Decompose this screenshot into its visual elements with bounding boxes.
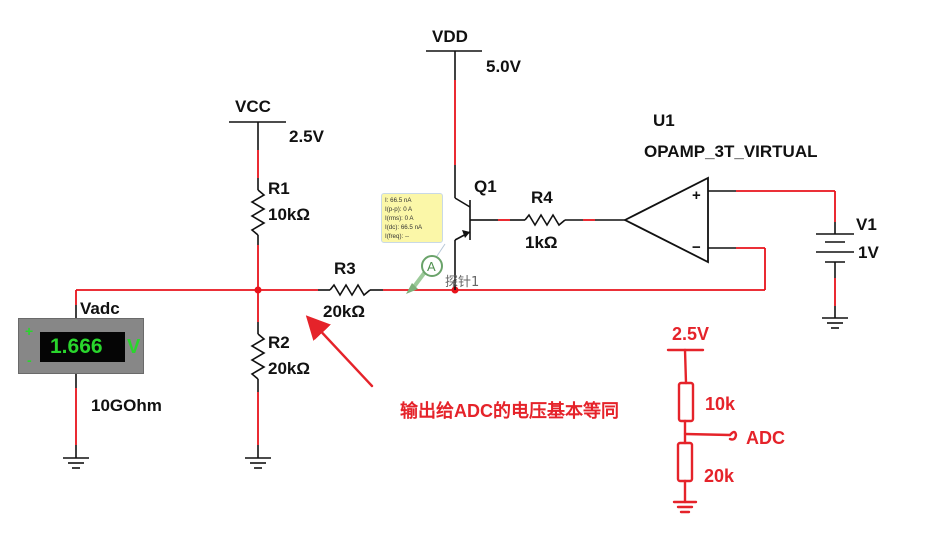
r4-value: 1kΩ (525, 233, 558, 252)
q1-emitter-arrow (462, 230, 470, 238)
probe-reading: I(freq): -- (385, 233, 410, 240)
q1-ref: Q1 (474, 177, 497, 196)
adc-node-wire (76, 247, 766, 297)
current-probe[interactable]: A 探针1 (406, 243, 479, 294)
v1-value: 1V (858, 243, 879, 262)
r4-ref: R4 (531, 188, 553, 207)
voltmeter-vadc[interactable]: + - 1.666 V (18, 318, 144, 374)
probe-reading: I(dc): 66.5 nA (385, 224, 423, 231)
resistor-r1[interactable]: R1 10kΩ (250, 179, 310, 290)
r1-value: 10kΩ (268, 205, 310, 224)
vcc-supply[interactable]: VCC 2.5V (229, 97, 325, 190)
voltmeter-impedance: 10GOhm (91, 396, 162, 415)
opamp-ref: U1 (653, 111, 675, 130)
r3-ref: R3 (334, 259, 356, 278)
r2-ref: R2 (268, 333, 290, 352)
r2-value: 20kΩ (268, 359, 310, 378)
eq-output-wire (683, 432, 732, 437)
r2-zigzag (250, 333, 266, 380)
eq-output-label: ADC (746, 428, 785, 448)
q1-collector (454, 197, 471, 208)
r1-ref: R1 (268, 179, 290, 198)
eq-r-top-label: 10k (705, 394, 736, 414)
resistor-r2[interactable]: R2 20kΩ (250, 290, 310, 458)
tooltip-leader (436, 243, 446, 257)
resistor-r3[interactable]: R3 20kΩ (323, 259, 365, 321)
resistor-r4[interactable]: R4 1kΩ (482, 188, 625, 252)
opamp-plus-sign: + (692, 187, 701, 204)
eq-r-bottom-label: 20k (704, 466, 735, 486)
voltmeter-plus-terminal: + (25, 323, 34, 339)
voltmeter-unit: V (127, 336, 141, 358)
vcc-value: 2.5V (289, 127, 325, 146)
annotation-arrow-icon (305, 315, 374, 388)
probe-readout-tooltip: I: 66.5 nA I(p-p): 0 A I(rms): 0 A I(dc)… (381, 193, 443, 243)
vcc-label: VCC (235, 97, 271, 116)
eq-supply-label: 2.5V (672, 324, 709, 344)
opamp-minus-sign: − (692, 239, 701, 256)
opamp-u1[interactable]: + − U1 OPAMP_3T_VIRTUAL (623, 111, 835, 264)
battery-v1[interactable]: V1 1V (816, 191, 879, 318)
vdd-value: 5.0V (486, 57, 522, 76)
opamp-model: OPAMP_3T_VIRTUAL (644, 142, 818, 161)
vdd-supply[interactable]: VDD 5.0V (426, 27, 522, 198)
probe-stem (411, 270, 427, 290)
probe-reading: I: 66.5 nA (385, 197, 412, 204)
probe-arrow-icon (406, 283, 418, 294)
annotation: 输出给ADC的电压基本等同 (305, 315, 619, 421)
voltmeter-wiring: Vadc 10GOhm (75, 290, 162, 458)
transistor-q1[interactable]: Q1 (454, 177, 497, 290)
ground-icon (245, 457, 271, 469)
r3-value: 20kΩ (323, 302, 365, 321)
eq-r-top (677, 381, 695, 423)
probe-reading: I(p-p): 0 A (385, 206, 413, 213)
probe-symbol: A (427, 259, 436, 274)
eq-wire-1 (683, 348, 688, 385)
r3-zigzag (329, 283, 371, 297)
r1-zigzag (250, 189, 266, 236)
annotation-text: 输出给ADC的电压基本等同 (400, 400, 619, 421)
eq-r-bottom (676, 441, 694, 483)
ammeter-probe-icon (421, 255, 443, 277)
equivalent-circuit-sketch: 2.5V 10k ADC 20k (666, 324, 785, 514)
probe-reading: I(rms): 0 A (385, 215, 414, 222)
eq-output-terminal-icon (728, 430, 738, 441)
ground-icon (63, 457, 89, 469)
voltmeter-minus-terminal: - (27, 352, 32, 368)
vdd-label: VDD (432, 27, 468, 46)
v1-ref: V1 (856, 215, 877, 234)
voltmeter-display: 1.666 (40, 332, 125, 362)
opamp-triangle (623, 176, 709, 264)
probe-label: 探针1 (445, 275, 479, 290)
ground-icon (822, 317, 848, 329)
r4-zigzag (524, 213, 566, 227)
voltmeter-name: Vadc (80, 299, 120, 318)
